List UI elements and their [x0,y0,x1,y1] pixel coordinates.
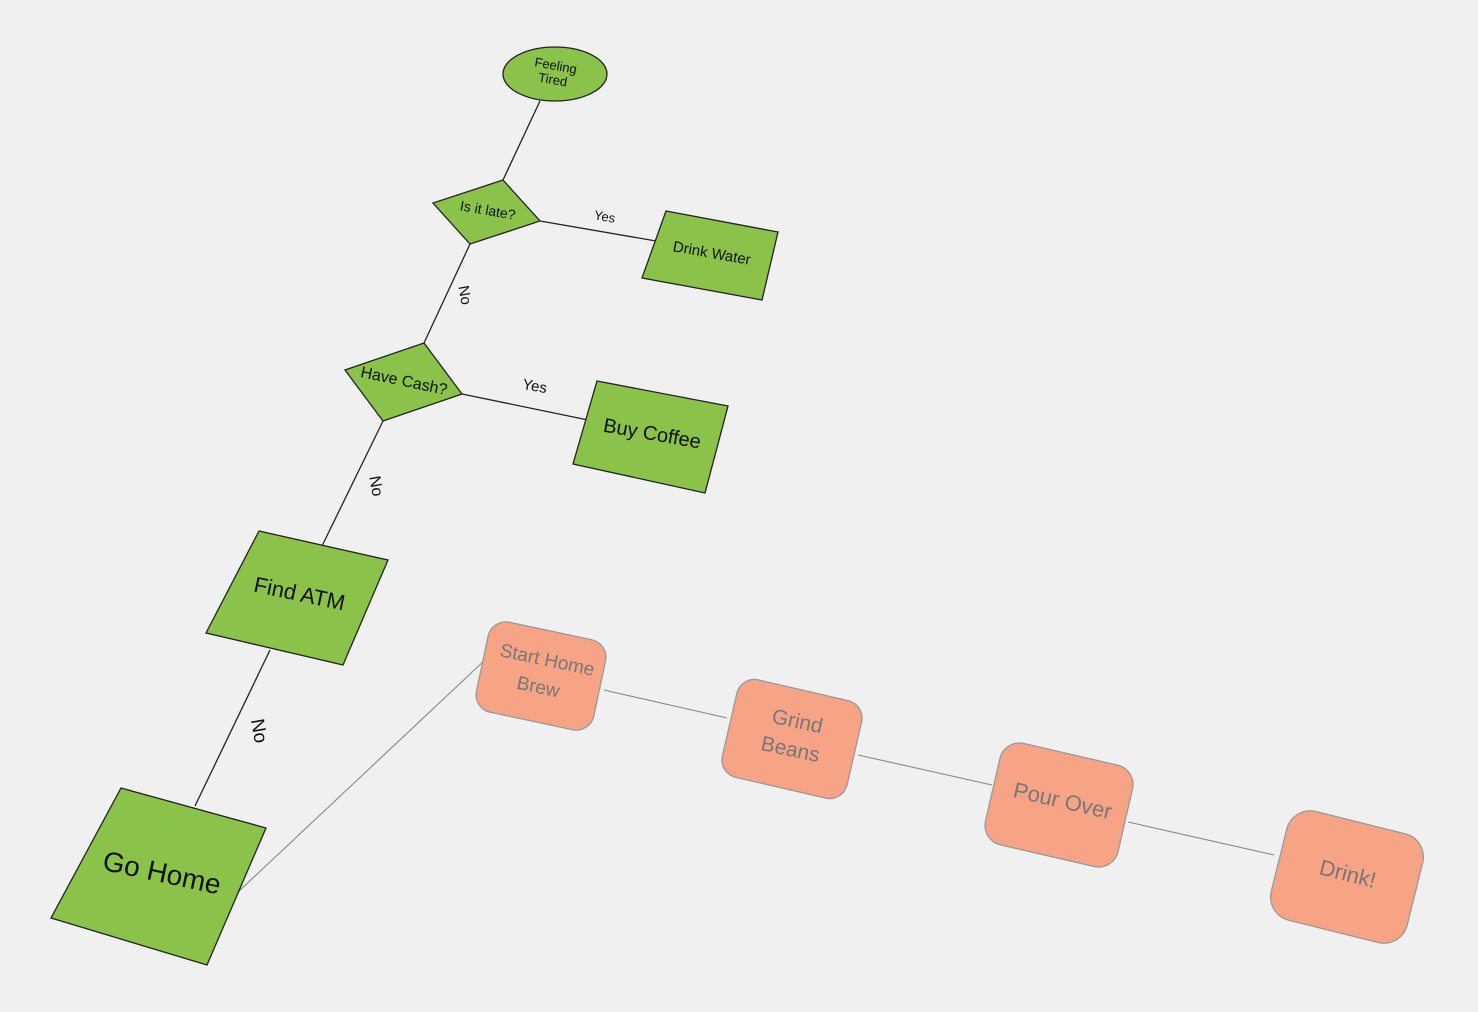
edge-label-cash-yes: Yes [521,376,548,397]
process-go-home[interactable] [50,787,267,966]
process-drink-water[interactable] [641,210,779,301]
start-label-line2: Tired [537,70,568,90]
process-start-home-brew[interactable] [473,619,610,734]
edge-home-brew [237,659,486,893]
edge-label-cash-no: No [365,475,385,498]
decision-is-it-late[interactable] [431,179,542,245]
edge-atm-home [194,649,271,807]
start-label-line1: Feeling [533,54,578,76]
edge-pour-drink [1127,821,1275,856]
decision-have-cash[interactable] [343,342,464,422]
edge-label-late-no: No [454,284,474,306]
edge-late-water [539,220,657,242]
edge-cash-coffee [461,393,589,421]
process-pour-over[interactable] [981,739,1137,871]
process-grind-beans[interactable] [718,676,865,802]
edge-label-atm-no: No [246,717,271,745]
process-drink[interactable] [1266,806,1429,949]
edge-brew-grind [603,689,728,719]
process-buy-coffee[interactable] [572,380,729,494]
edge-start-late [502,100,541,181]
edge-cash-atm [321,420,384,547]
edge-grind-pour [857,754,993,786]
edge-late-cash [423,243,471,344]
process-find-atm[interactable] [205,530,389,666]
start-node[interactable] [502,46,608,102]
edge-label-late-yes: Yes [593,207,617,226]
